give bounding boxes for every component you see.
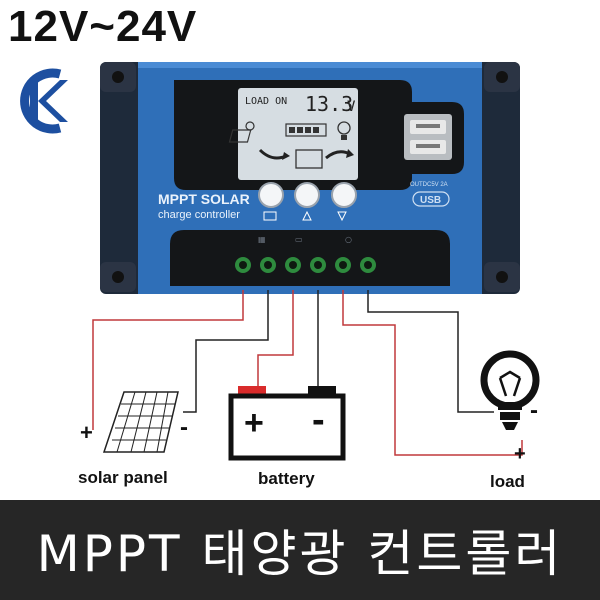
title-banner: MPPT 태양광 컨트롤러: [0, 500, 600, 600]
battery-label: battery: [258, 469, 315, 488]
lcd-solar-icon: [228, 121, 255, 143]
kc-certification-logo: [20, 68, 68, 134]
battery-plus-sign: +: [244, 404, 264, 442]
lcd-value-text: 13.3: [305, 92, 353, 116]
terminal-solar-icon: ▦: [258, 235, 266, 244]
terminal-load-icon: ○: [345, 235, 352, 244]
menu-button-icon: [263, 211, 277, 221]
load-minus-sign: -: [530, 397, 538, 424]
solar-minus-sign: -: [180, 414, 188, 441]
solar-panel-icon: [102, 391, 179, 453]
load-label: load: [490, 472, 525, 491]
lcd-battery-level-icon: [285, 123, 327, 137]
menu-button[interactable]: [258, 182, 284, 208]
solar-plus-sign: +: [80, 420, 93, 445]
lcd-bulb-icon: [337, 121, 351, 140]
mount-hole-icon: [496, 71, 508, 83]
lcd-battery-icon: [295, 149, 323, 169]
battery-icon: [228, 386, 346, 461]
usb-logo-text: USB: [420, 195, 441, 206]
wiring-diagram: + - + - - +: [80, 290, 540, 465]
usb-spec-text: OUTDC5V 2A: [410, 182, 448, 188]
load-plus-sign: +: [514, 443, 526, 465]
up-button[interactable]: [294, 182, 320, 208]
battery-minus-sign: -: [312, 399, 325, 441]
black-wires: [183, 290, 494, 413]
light-bulb-icon: [480, 350, 540, 430]
terminal-block: [170, 230, 450, 286]
voltage-range-title: 12V~24V: [8, 2, 198, 51]
lcd-mode-text: LOAD ON: [245, 96, 287, 107]
down-button[interactable]: [331, 182, 357, 208]
mppt-controller: LOAD ON 13.3 V MPPT SOLAR charge control…: [100, 62, 520, 294]
up-button-icon: [302, 210, 312, 221]
mount-hole-icon: [112, 71, 124, 83]
mount-hole-icon: [112, 271, 124, 283]
mount-hole-icon: [496, 271, 508, 283]
red-wires: [92, 290, 523, 456]
brand-title: MPPT SOLAR: [158, 191, 250, 207]
usb-logo-badge: [412, 191, 450, 207]
brand-subtitle: charge controller: [158, 209, 240, 221]
banner-title: MPPT 태양광 컨트롤러: [36, 525, 564, 583]
solar-panel-label: solar panel: [78, 468, 168, 487]
lcd-unit-text: V: [347, 99, 356, 115]
terminal-screws: [235, 257, 376, 273]
down-button-icon: [337, 211, 347, 222]
terminal-battery-icon: ▭: [295, 235, 303, 244]
